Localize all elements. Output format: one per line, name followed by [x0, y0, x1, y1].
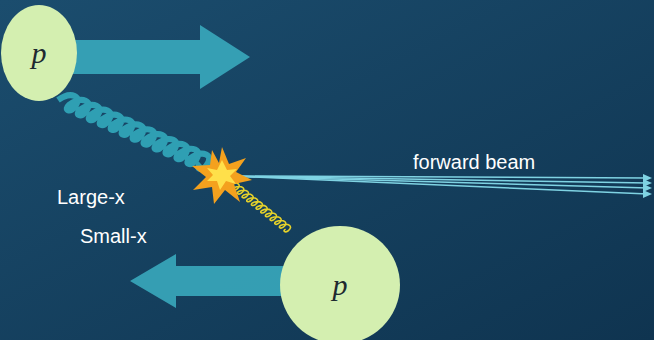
proton-symbol: p — [333, 268, 348, 302]
motion-arrow — [130, 254, 300, 308]
proton-ellipse: p — [1, 5, 77, 101]
beam-label: forward beam — [413, 150, 535, 174]
gluon-label: Large-x — [57, 185, 125, 209]
motion-arrow — [70, 25, 250, 89]
forward-beam-lines — [228, 176, 648, 194]
gluon-large-x — [56, 90, 211, 171]
collision-star-core — [207, 160, 237, 190]
beam-arrowheads — [643, 174, 652, 198]
collision-star — [192, 147, 252, 204]
proton-ellipse: p — [280, 226, 400, 340]
gluon-label: Small-x — [80, 224, 147, 248]
proton-symbol: p — [32, 36, 47, 70]
